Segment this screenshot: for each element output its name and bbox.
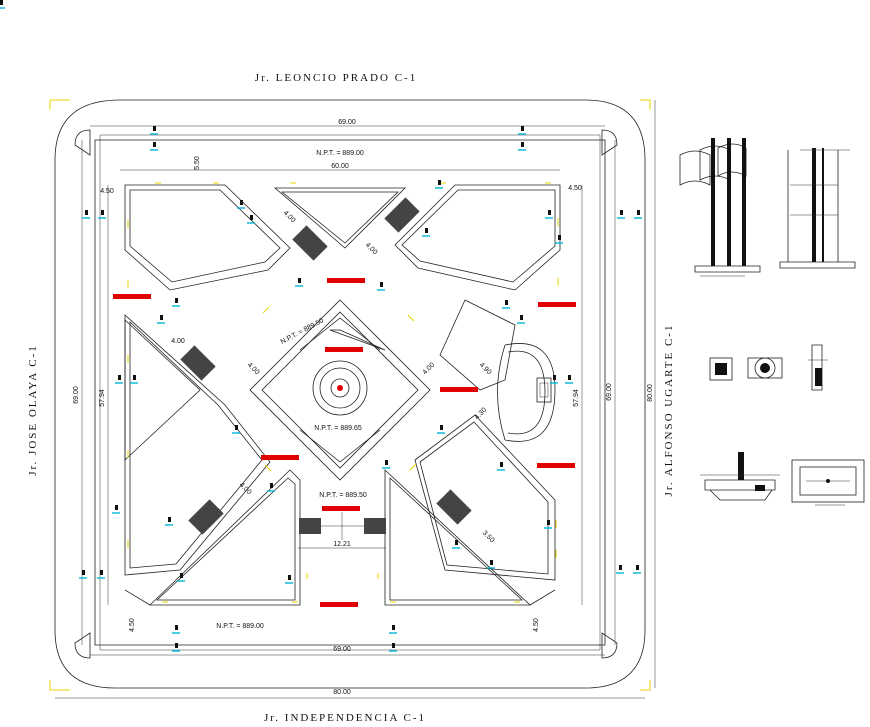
stairs <box>180 197 472 549</box>
walkway-markings <box>127 182 559 603</box>
dim-550: 5.50 <box>194 156 201 170</box>
dim-450-br: 4.50 <box>533 618 540 632</box>
dim-60-top: 60.00 <box>331 163 349 170</box>
walk-dim-n: 4.00 <box>364 242 379 257</box>
walk-dim-w: 4.00 <box>171 338 185 345</box>
central-plaza <box>249 299 431 481</box>
dim-80-right: 80.00 <box>647 384 654 402</box>
walk-dim-e: 4.00 <box>422 362 437 377</box>
lamp-base-details <box>709 344 828 391</box>
outer-boundary <box>49 99 651 691</box>
level-bottom: N.P.T. = 889.00 <box>216 623 264 630</box>
dim-69-top: 69.00 <box>338 119 356 126</box>
dim-69-bottom: 69.00 <box>333 646 351 653</box>
dim-5794-left: 57.94 <box>99 389 106 407</box>
walk-dim-nw: 4.00 <box>282 210 297 225</box>
walk-dim-s: 3.50 <box>481 530 496 545</box>
dim-450-right: 4.50 <box>568 185 582 192</box>
fountain-section-detail <box>700 452 780 501</box>
dimension-lines: 69.00 60.00 69.00 80.00 69.00 69.00 80.0… <box>55 100 656 699</box>
corner-planters <box>74 129 618 659</box>
street-label-left: Jr. JOSE OLAYA C-1 <box>27 344 39 476</box>
lamp-posts <box>0 0 5 9</box>
stair-width-dim: 12.21 <box>333 541 351 548</box>
dim-450-left: 4.50 <box>100 188 114 195</box>
dim-69-right: 69.00 <box>606 383 613 401</box>
fountain-plan-detail <box>791 459 865 506</box>
lamp-instances <box>78 125 643 652</box>
dim-80-bottom: 80.00 <box>333 689 351 696</box>
walk-dim-e2: 4.90 <box>478 362 493 377</box>
flagpole-elevation-detail <box>679 138 761 277</box>
flagpole-section-detail <box>779 148 856 269</box>
street-label-right: Jr. ALFONSO UGARTE C-1 <box>663 324 675 497</box>
walk-dim-w2: 4.00 <box>246 362 261 377</box>
dim-450-bl: 4.50 <box>129 618 136 632</box>
amphitheater <box>497 343 556 442</box>
level-south: N.P.T. = 889.50 <box>319 492 367 499</box>
street-label-bottom: Jr. INDEPENDENCIA C-1 <box>264 712 426 724</box>
street-label-top: Jr. LEONCIO PRADO C-1 <box>255 72 417 84</box>
level-top: N.P.T. = 889.00 <box>316 150 364 157</box>
walk-dim-sw: 4.00 <box>238 482 253 497</box>
benches <box>113 278 576 607</box>
walk-dim-se: 4.30 <box>474 407 489 422</box>
dim-69-left: 69.00 <box>73 386 80 404</box>
level-diag: N.P.T. = 889.50 <box>280 317 325 346</box>
dim-5794-right: 57.94 <box>573 389 580 407</box>
level-center: N.P.T. = 889.65 <box>314 425 362 432</box>
